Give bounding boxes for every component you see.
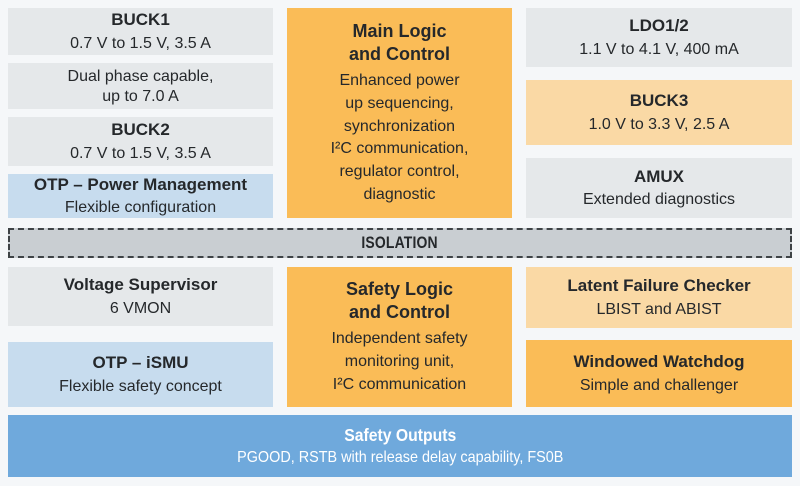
footer-subtitle: PGOOD, RSTB with release delay capabilit… bbox=[236, 449, 564, 466]
block-dual-phase: Dual phase capable, up to 7.0 A bbox=[8, 63, 273, 109]
block-title: Windowed Watchdog bbox=[573, 352, 745, 372]
block-subtitle: Flexible configuration bbox=[64, 199, 217, 217]
block-buck1: BUCK1 0.7 V to 1.5 V, 3.5 A bbox=[8, 8, 273, 55]
block-voltage-supervisor: Voltage Supervisor 6 VMON bbox=[8, 267, 273, 326]
block-subtitle: 1.1 V to 4.1 V, 400 mA bbox=[579, 40, 739, 58]
safety-outputs-bar: Safety Outputs PGOOD, RSTB with release … bbox=[8, 415, 792, 477]
block-body: Independent safety monitoring unit, I²C … bbox=[331, 330, 468, 393]
isolation-label: ISOLATION bbox=[361, 233, 439, 252]
block-subtitle: 0.7 V to 1.5 V, 3.5 A bbox=[70, 34, 211, 52]
footer-title: Safety Outputs bbox=[343, 425, 457, 445]
top-right-column: LDO1/2 1.1 V to 4.1 V, 400 mA BUCK3 1.0 … bbox=[526, 8, 792, 218]
block-title: LDO1/2 bbox=[629, 16, 689, 36]
block-otp-power-management: OTP – Power Management Flexible configur… bbox=[8, 174, 273, 218]
bottom-section: Voltage Supervisor 6 VMON OTP – iSMU Fle… bbox=[8, 267, 792, 407]
block-subtitle: Flexible safety concept bbox=[59, 377, 222, 395]
block-subtitle: Dual phase capable, up to 7.0 A bbox=[67, 68, 214, 105]
block-buck2: BUCK2 0.7 V to 1.5 V, 3.5 A bbox=[8, 117, 273, 166]
block-safety-logic-and-control: Safety Logic and Control Independent saf… bbox=[287, 267, 512, 407]
block-subtitle: 1.0 V to 3.3 V, 2.5 A bbox=[588, 115, 730, 133]
block-subtitle: LBIST and ABIST bbox=[596, 300, 722, 318]
block-title: Safety Logic and Control bbox=[345, 278, 454, 323]
bottom-right-column: Latent Failure Checker LBIST and ABIST W… bbox=[526, 267, 792, 407]
block-subtitle: Simple and challenger bbox=[579, 376, 739, 394]
top-left-column: BUCK1 0.7 V to 1.5 V, 3.5 A Dual phase c… bbox=[8, 8, 273, 218]
block-title: Voltage Supervisor bbox=[63, 275, 218, 295]
block-body: Enhanced power up sequencing, synchroniz… bbox=[330, 72, 469, 203]
block-buck3: BUCK3 1.0 V to 3.3 V, 2.5 A bbox=[526, 80, 792, 145]
block-title: OTP – iSMU bbox=[92, 353, 189, 373]
block-title: BUCK1 bbox=[111, 10, 170, 30]
block-title: Main Logic and Control bbox=[349, 20, 450, 65]
block-subtitle: Extended diagnostics bbox=[582, 191, 736, 209]
block-title: BUCK3 bbox=[629, 91, 689, 111]
bottom-middle-column: Safety Logic and Control Independent saf… bbox=[287, 267, 512, 407]
block-latent-failure-checker: Latent Failure Checker LBIST and ABIST bbox=[526, 267, 792, 328]
block-title: Latent Failure Checker bbox=[567, 276, 751, 296]
isolation-bar: ISOLATION bbox=[8, 228, 792, 258]
block-subtitle: 6 VMON bbox=[109, 299, 172, 317]
block-title: OTP – Power Management bbox=[33, 174, 248, 194]
block-amux: AMUX Extended diagnostics bbox=[526, 158, 792, 218]
block-subtitle: 0.7 V to 1.5 V, 3.5 A bbox=[70, 144, 211, 162]
block-title: BUCK2 bbox=[111, 120, 170, 140]
block-windowed-watchdog: Windowed Watchdog Simple and challenger bbox=[526, 340, 792, 407]
block-ldo12: LDO1/2 1.1 V to 4.1 V, 400 mA bbox=[526, 8, 792, 67]
bottom-left-column: Voltage Supervisor 6 VMON OTP – iSMU Fle… bbox=[8, 267, 273, 407]
top-section: BUCK1 0.7 V to 1.5 V, 3.5 A Dual phase c… bbox=[8, 8, 792, 218]
top-middle-column: Main Logic and Control Enhanced power up… bbox=[287, 8, 512, 218]
block-main-logic-and-control: Main Logic and Control Enhanced power up… bbox=[287, 8, 512, 218]
block-title: AMUX bbox=[633, 166, 685, 186]
block-otp-ismu: OTP – iSMU Flexible safety concept bbox=[8, 342, 273, 407]
